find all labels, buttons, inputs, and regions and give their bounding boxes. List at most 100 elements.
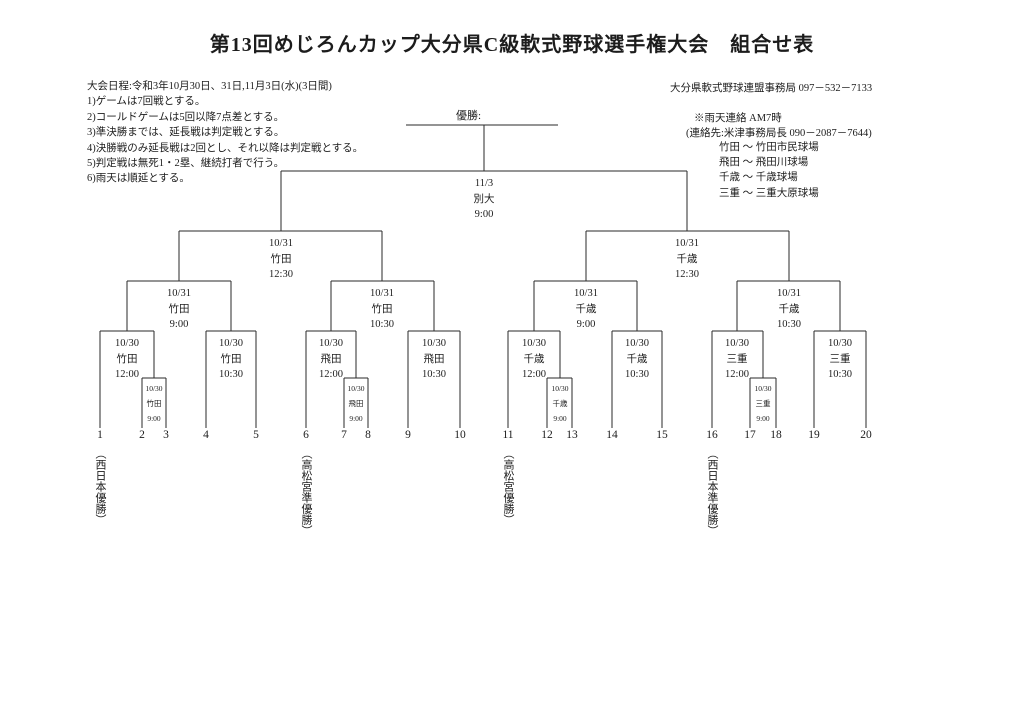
match-r4: 10/30 飛田 10:30 <box>402 336 466 383</box>
match-venue: 三重 <box>755 399 771 408</box>
rule-line: 1)ゲームは7回戦とする。 <box>87 96 206 108</box>
match-time: 12:30 <box>269 269 293 281</box>
match-final: 11/3 別大 9:00 <box>452 176 516 223</box>
page-title: 第13回めじろんカップ大分県C級軟式野球選手権大会 組合せ表 <box>209 34 815 56</box>
match-r7: 10/30 三重 12:00 <box>705 336 769 383</box>
match-r6: 10/30 千歳 10:30 <box>605 336 669 383</box>
match-playin-1: 10/30 竹田 9:00 <box>139 381 169 426</box>
seed-8: 8 <box>365 429 371 441</box>
match-date: 10/30 <box>219 338 243 349</box>
match-time: 9:00 <box>349 414 363 423</box>
seed-2: 2 <box>139 429 145 441</box>
match-venue: 千歳 <box>575 303 597 315</box>
rule-line: 3)準決勝までは、延長戦は判定戦とする。 <box>87 127 285 139</box>
match-r3: 10/30 飛田 12:00 <box>299 336 363 383</box>
playin-lines <box>141 377 777 428</box>
match-r2: 10/30 竹田 10:30 <box>199 336 263 383</box>
match-date: 10/31 <box>675 238 699 249</box>
seed-1: 1 <box>97 429 103 441</box>
match-date: 10/30 <box>828 338 852 349</box>
match-venue: 竹田 <box>116 353 138 365</box>
match-date: 10/31 <box>777 288 801 299</box>
match-playin-3: 10/30 千歳 9:00 <box>545 381 575 426</box>
contact-person: (連絡先:米津事務局長 090－2087－7644) <box>686 128 872 139</box>
match-playin-4: 10/30 三重 9:00 <box>748 381 778 426</box>
seed-6: 6 <box>303 429 309 441</box>
seed-note-takamatsunomiya-champion: （高松宮優勝） <box>502 448 514 525</box>
match-semifinal-right: 10/31 千歳 12:30 <box>655 236 719 283</box>
match-time: 10:30 <box>625 369 649 381</box>
quarterfinal-lines <box>126 280 841 331</box>
match-time: 10:30 <box>370 319 394 331</box>
match-venue: 飛田 <box>320 353 342 365</box>
match-time: 12:00 <box>115 369 139 381</box>
match-venue: 三重 <box>829 353 851 365</box>
federation-office-contact: 大分県軟式野球連盟事務局 097－532－7133 <box>670 83 873 94</box>
venue-line: 竹田 ～ 竹田市民球場 <box>719 142 819 153</box>
match-time: 10:30 <box>828 369 852 381</box>
match-time: 9:00 <box>576 319 596 331</box>
venue-line: 三重 ～ 三重大原球場 <box>719 187 819 199</box>
match-date: 10/30 <box>347 384 365 393</box>
rain-notice: ※雨天連絡 AM7時 <box>694 113 782 124</box>
match-r1: 10/30 竹田 12:00 <box>95 336 159 383</box>
rule-line: 5)判定戦は無死1・2塁、継続打者で行う。 <box>87 158 285 170</box>
seed-10: 10 <box>454 429 466 441</box>
venue-line: 飛田 ～ 飛田川球場 <box>719 157 809 169</box>
match-date: 11/3 <box>474 178 494 189</box>
match-time: 9:00 <box>553 414 567 423</box>
match-date: 10/30 <box>522 338 546 349</box>
seed-11: 11 <box>502 429 514 441</box>
match-venue: 千歳 <box>626 353 648 365</box>
seed-19: 19 <box>808 429 820 441</box>
seed-note-west-japan-champion: （西日本優勝） <box>94 448 106 525</box>
seed-3: 3 <box>163 429 169 441</box>
champion-label: 優勝: <box>456 110 482 122</box>
match-date: 10/30 <box>625 338 649 349</box>
match-time: 9:00 <box>756 414 770 423</box>
rule-line: 6)雨天は順延とする。 <box>87 173 190 185</box>
rules-block: 大会日程:令和3年10月30日、31日,11月3日(水)(3日間) 1)ゲームは… <box>87 79 363 187</box>
schedule-line: 大会日程:令和3年10月30日、31日,11月3日(水)(3日間) <box>87 81 332 92</box>
match-venue: 竹田 <box>220 353 242 365</box>
match-date: 10/30 <box>754 384 772 393</box>
match-r8: 10/30 三重 10:30 <box>808 336 872 383</box>
match-date: 10/30 <box>725 338 749 349</box>
seed-12: 12 <box>541 429 553 441</box>
match-r5: 10/30 千歳 12:00 <box>502 336 566 383</box>
match-time: 10:30 <box>422 369 446 381</box>
match-time: 9:00 <box>169 319 189 331</box>
seed-15: 15 <box>656 429 668 441</box>
match-time: 10:30 <box>777 319 801 331</box>
match-venue: 飛田 <box>423 353 445 365</box>
match-qf2: 10/31 竹田 10:30 <box>350 286 414 333</box>
match-venue: 飛田 <box>348 399 364 408</box>
venue-line: 千歳 ～ 千歳球場 <box>719 172 798 184</box>
match-date: 10/30 <box>115 338 139 349</box>
match-semifinal-left: 10/31 竹田 12:30 <box>249 236 313 283</box>
match-playin-2: 10/30 飛田 9:00 <box>341 381 371 426</box>
match-date: 10/31 <box>167 288 191 299</box>
match-venue: 竹田 <box>168 303 190 315</box>
match-time: 9:00 <box>474 209 494 221</box>
seed-9: 9 <box>405 429 411 441</box>
match-venue: 竹田 <box>270 253 292 265</box>
seed-17: 17 <box>744 429 756 441</box>
seed-14: 14 <box>606 429 618 441</box>
match-venue: 千歳 <box>552 399 568 408</box>
match-date: 10/31 <box>370 288 394 299</box>
match-time: 9:00 <box>147 414 161 423</box>
match-time: 12:00 <box>319 369 343 381</box>
match-date: 10/30 <box>551 384 569 393</box>
rule-line: 4)決勝戦のみ延長戦は2回とし、それ以降は判定戦とする。 <box>87 142 364 154</box>
match-time: 10:30 <box>219 369 243 381</box>
match-date: 10/30 <box>319 338 343 349</box>
match-date: 10/31 <box>269 238 293 249</box>
seed-18: 18 <box>770 429 782 441</box>
match-time: 12:00 <box>522 369 546 381</box>
match-date: 10/31 <box>574 288 598 299</box>
seed-note-west-japan-runnerup: （西日本準優勝） <box>706 448 718 536</box>
venue-legend: 竹田 ～ 竹田市民球場 飛田 ～ 飛田川球場 千歳 ～ 千歳球場 三重 ～ 三重… <box>719 140 819 201</box>
seed-20: 20 <box>860 429 872 441</box>
